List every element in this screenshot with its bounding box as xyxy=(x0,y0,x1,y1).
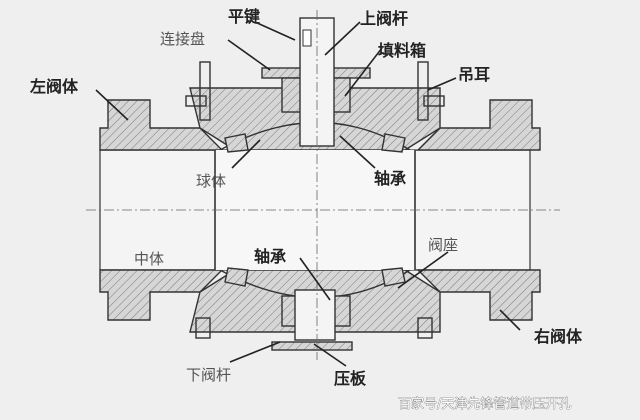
right-body-flange-lower xyxy=(416,269,541,321)
leaders xyxy=(95,21,521,367)
label-ball: 球体 xyxy=(196,172,226,190)
label-valve-seat: 阀座 xyxy=(428,236,458,254)
bolt-bottom-right xyxy=(417,317,433,339)
watermark: 百家号/天津先锋管道带压开孔 xyxy=(398,396,571,412)
right-body-flange xyxy=(416,99,541,151)
valve-seat-right-top xyxy=(381,133,406,153)
lifting-lug-left xyxy=(199,61,211,121)
label-flat-key: 平键 xyxy=(228,7,260,26)
lifting-lug-right xyxy=(417,61,429,121)
label-upper-stem: 上阀杆 xyxy=(360,9,408,28)
flat-key xyxy=(302,29,312,47)
label-lifting-lug: 吊耳 xyxy=(458,65,490,84)
bolt-top-right xyxy=(423,95,445,107)
valve-seat-left-top xyxy=(224,133,249,153)
label-pressure-plate: 压板 xyxy=(334,369,367,388)
label-middle-body: 中体 xyxy=(134,250,164,268)
label-left-body: 左阀体 xyxy=(29,77,79,96)
label-packing-box: 填料箱 xyxy=(378,41,426,60)
valve-seat-right-bottom xyxy=(381,267,406,287)
label-lower-stem: 下阀杆 xyxy=(186,366,231,384)
label-connecting-plate: 连接盘 xyxy=(160,30,205,48)
label-right-body: 右阀体 xyxy=(534,327,583,346)
pressure-plate xyxy=(271,341,353,351)
bolt-top-left xyxy=(185,95,207,107)
valve-seat-left-bottom xyxy=(224,267,249,287)
label-bearing-lower: 轴承 xyxy=(254,247,286,266)
bolt-bottom-left xyxy=(195,317,211,339)
label-bearing-upper: 轴承 xyxy=(374,169,406,188)
